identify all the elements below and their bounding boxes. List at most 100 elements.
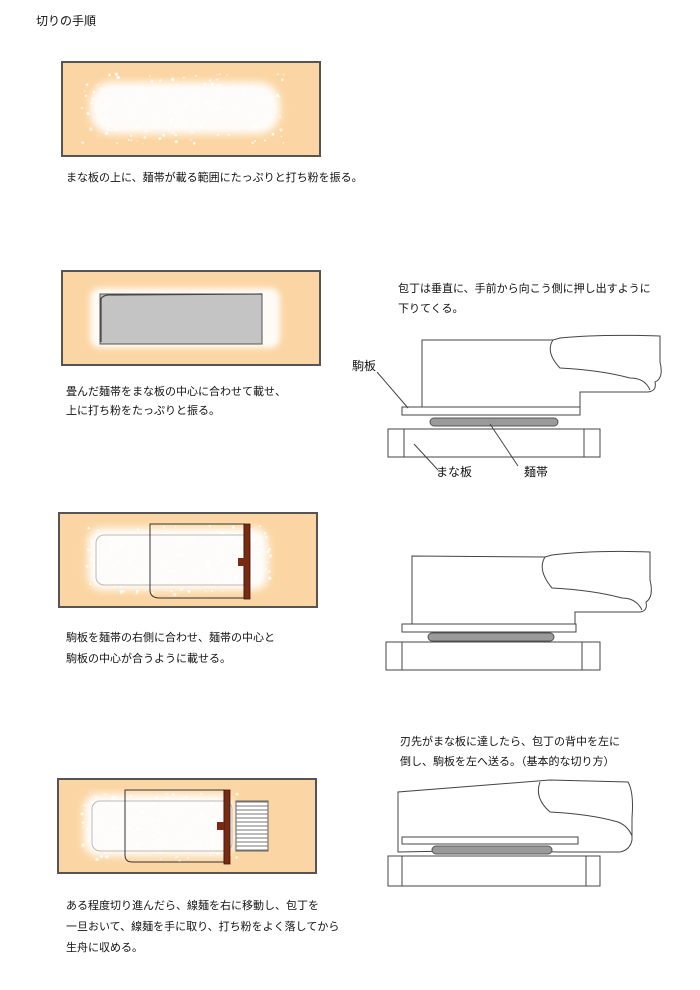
- flour-speck: [201, 842, 204, 844]
- flour-speck: [193, 142, 196, 145]
- flour-speck: [148, 109, 151, 111]
- flour-speck: [81, 843, 85, 847]
- flour-speck: [158, 850, 162, 854]
- flour-speck: [118, 836, 121, 839]
- flour-speck: [207, 103, 210, 106]
- flour-speck: [129, 562, 133, 566]
- flour-speck: [101, 104, 105, 108]
- flour-speck: [134, 818, 137, 821]
- flour-speck: [142, 99, 146, 103]
- flour-speck: [155, 796, 159, 800]
- flour-speck: [179, 102, 182, 104]
- flour-speck: [173, 133, 176, 136]
- flour-speck: [176, 545, 178, 548]
- flour-speck: [209, 845, 212, 848]
- flour-speck: [98, 540, 100, 543]
- flour-speck: [250, 557, 253, 560]
- flour-speck: [132, 107, 134, 109]
- flour-speck: [251, 141, 255, 145]
- flour-speck: [119, 94, 121, 96]
- flour-speck: [130, 109, 134, 112]
- flour-speck: [198, 814, 202, 818]
- flour-speck: [88, 549, 91, 551]
- flour-speck: [208, 80, 211, 82]
- flour-speck: [220, 546, 223, 549]
- flour-speck: [164, 549, 166, 551]
- flour-speck: [233, 573, 235, 576]
- flour-speck: [103, 802, 105, 805]
- flour-speck: [137, 97, 140, 100]
- flour-speck: [182, 797, 185, 800]
- step1-board-illustration: [61, 61, 321, 157]
- flour-speck: [98, 83, 100, 85]
- flour-speck: [255, 125, 258, 128]
- flour-speck: [282, 142, 285, 144]
- flour-speck: [153, 97, 156, 100]
- flour-speck: [175, 532, 178, 535]
- flour-speck: [94, 815, 97, 817]
- flour-speck: [114, 567, 116, 569]
- flour-speck: [259, 102, 262, 104]
- flour-speck: [150, 818, 154, 822]
- flour-speck: [97, 135, 99, 137]
- flour-speck: [184, 125, 188, 129]
- flour-speck: [180, 810, 183, 813]
- flour-speck: [246, 102, 248, 104]
- flour-specks: [80, 72, 285, 145]
- flour-speck: [253, 581, 256, 583]
- flour-speck: [94, 98, 97, 100]
- flour-speck: [235, 856, 238, 859]
- flour-speck: [135, 592, 138, 595]
- flour-speck: [89, 558, 93, 562]
- flour-speck: [208, 525, 211, 528]
- flour-speck: [155, 90, 158, 93]
- flour-speck: [135, 89, 138, 92]
- flour-speck: [205, 539, 209, 544]
- flour-speck: [204, 100, 208, 104]
- flour-speck: [147, 538, 149, 541]
- flour-speck: [116, 75, 120, 80]
- flour-speck: [198, 125, 203, 129]
- flour-speck: [104, 855, 106, 858]
- flour-speck: [268, 570, 271, 573]
- flour-speck: [210, 82, 214, 86]
- flour-speck: [280, 78, 284, 82]
- flour-speck: [179, 553, 183, 557]
- flour-speck: [248, 115, 251, 119]
- flour-speck: [111, 84, 114, 87]
- flour-speck: [162, 91, 166, 95]
- flour-speck: [157, 830, 161, 835]
- flour-speck: [199, 841, 201, 844]
- side-note1-line2: 下りてくる。: [398, 302, 464, 315]
- flour-speck: [195, 574, 198, 577]
- flour-speck: [202, 809, 204, 811]
- flour-speck: [211, 100, 214, 104]
- flour-speck: [167, 814, 171, 818]
- flour-speck: [179, 587, 184, 591]
- flour-speck: [110, 836, 112, 839]
- flour-speck: [140, 810, 144, 814]
- flour-speck: [138, 842, 141, 845]
- label-manaita: まな板: [436, 465, 472, 479]
- flour-speck: [191, 92, 194, 95]
- page-title: 切りの手順: [36, 14, 97, 28]
- flour-speck: [80, 812, 84, 816]
- flour-speck: [150, 79, 154, 83]
- flour-speck: [130, 847, 134, 850]
- flour-speck: [268, 554, 272, 558]
- flour-speck: [93, 811, 97, 815]
- flour-speck: [189, 845, 193, 849]
- flour-speck: [101, 576, 105, 580]
- flour-speck: [146, 822, 149, 825]
- flour-speck: [160, 562, 163, 565]
- flour-speck: [127, 560, 131, 564]
- flour-speck: [262, 578, 264, 580]
- flour-speck: [119, 589, 123, 593]
- flour-speck: [192, 535, 196, 538]
- flour-speck: [135, 580, 139, 584]
- flour-speck: [122, 841, 124, 843]
- flour-speck: [230, 95, 232, 97]
- side-view-3: [387, 779, 633, 887]
- flour-speck: [195, 113, 198, 115]
- flour-speck: [215, 100, 218, 103]
